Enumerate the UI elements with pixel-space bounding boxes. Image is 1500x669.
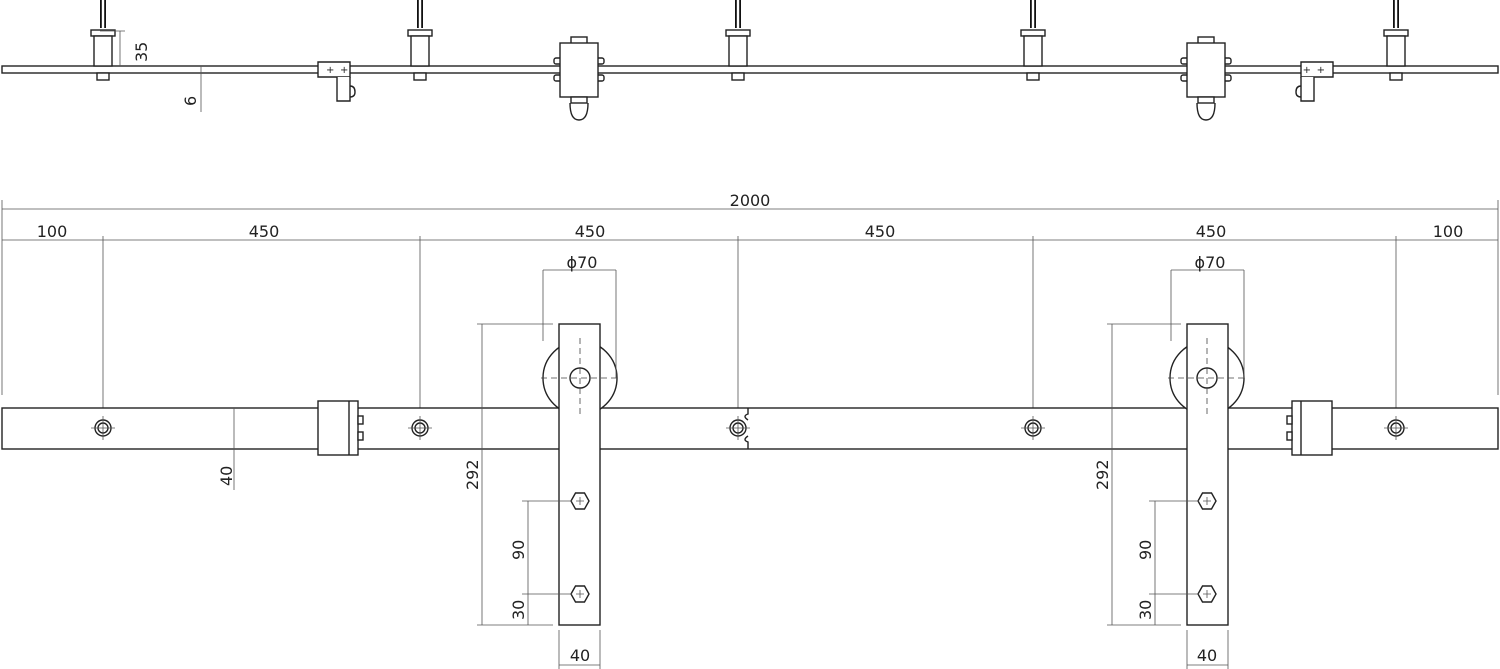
dim-strap-width: 40 xyxy=(570,646,590,665)
roller-hanger-top xyxy=(553,36,605,121)
dim-overall-length: 2000 xyxy=(730,191,771,210)
rail-front-view xyxy=(1,407,1499,450)
dim-hanger-height: 35 xyxy=(132,42,151,62)
roller-hanger: ϕ70 292 90 30 40 xyxy=(463,253,619,669)
roller-hanger: ϕ70 292 90 30 40 xyxy=(1093,253,1246,669)
hanger-strap xyxy=(1186,323,1229,626)
dim-segment: 450 xyxy=(865,222,896,241)
rail-joint xyxy=(744,408,749,449)
top-view: 35 6 xyxy=(1,0,1499,121)
dim-segment: 100 xyxy=(1433,222,1464,241)
door-stop xyxy=(1295,61,1334,102)
dim-segment: 100 xyxy=(37,222,68,241)
front-view: 2000 100 450 450 450 450 100 40 ϕ70 292 … xyxy=(1,191,1499,669)
dim-wheel-diameter: ϕ70 xyxy=(567,253,598,272)
dim-bolt-offset: 30 xyxy=(1136,600,1155,620)
dim-bolt-offset: 30 xyxy=(509,600,528,620)
rail-top-view xyxy=(1,65,1499,74)
door-stop xyxy=(317,61,356,102)
extension-lines xyxy=(102,236,1397,428)
dim-strap-length: 292 xyxy=(1093,459,1112,490)
dimension-lines xyxy=(1,200,1499,395)
door-stop-front xyxy=(1286,400,1333,456)
dim-strap-width: 40 xyxy=(1197,646,1217,665)
dim-segment: 450 xyxy=(249,222,280,241)
dim-wheel-diameter: ϕ70 xyxy=(1195,253,1226,272)
dim-segment: 450 xyxy=(1196,222,1227,241)
hanger-strap xyxy=(558,323,601,626)
dim-bolt-spacing: 90 xyxy=(509,540,528,560)
dim-rail-thickness: 6 xyxy=(181,96,200,106)
roller-hanger-top xyxy=(1180,36,1232,121)
dim-strap-length: 292 xyxy=(463,459,482,490)
dim-rail-height: 40 xyxy=(217,466,236,486)
dim-bolt-spacing: 90 xyxy=(1136,540,1155,560)
door-stop-front xyxy=(317,400,364,456)
dim-segment: 450 xyxy=(575,222,606,241)
dimension-line xyxy=(100,30,125,66)
